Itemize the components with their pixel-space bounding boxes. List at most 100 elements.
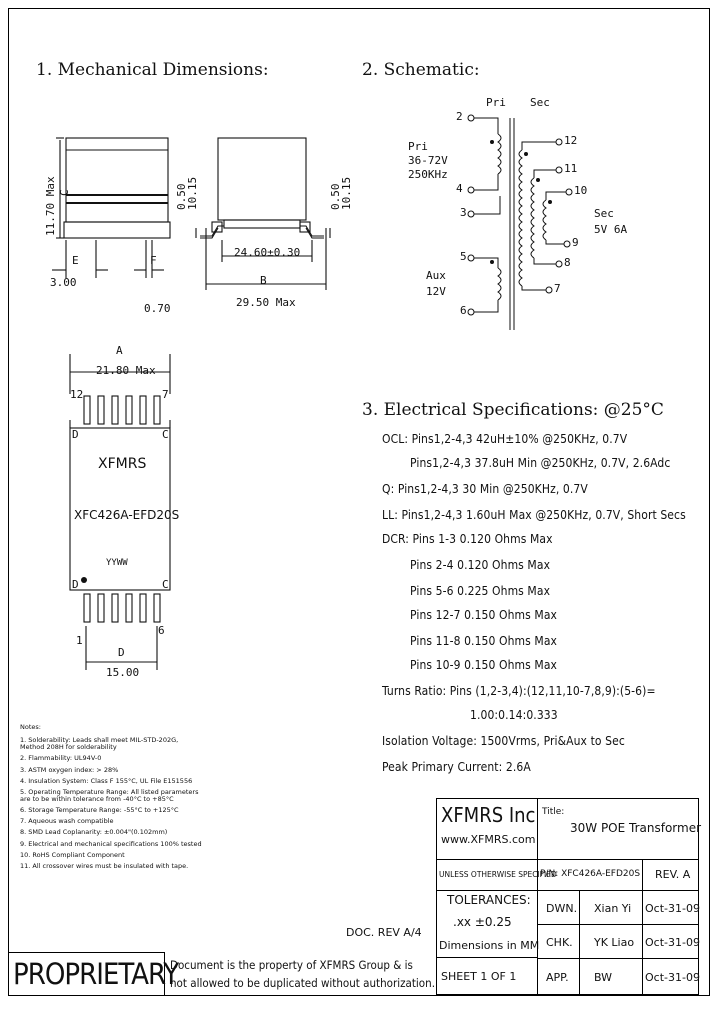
spec-dcr-12-7: Pins 12-7 0.150 Ohms Max — [410, 608, 558, 622]
note-line: 9. Electrical and mechanical specificati… — [20, 839, 202, 848]
spec-dcr-10-9: Pins 10-9 0.150 Ohms Max — [410, 658, 558, 672]
tolerance-value: .xx ±0.25 — [453, 915, 512, 929]
app-label: APP. — [546, 971, 569, 984]
dim-e-value: 3.00 — [50, 276, 77, 289]
dim-d-label: D — [118, 646, 125, 659]
app-label-cell: APP. — [537, 958, 580, 995]
dwn-label: DWN. — [546, 902, 578, 915]
schematic-sec-header: Sec — [530, 96, 550, 109]
spec-isolation: Isolation Voltage: 1500Vrms, Pri&Aux to … — [382, 734, 625, 748]
sheet-cell: SHEET 1 OF 1 — [436, 957, 538, 995]
doc-rev: DOC. REV A/4 — [346, 926, 422, 939]
spec-peak-current: Peak Primary Current: 2.6A — [382, 760, 531, 774]
chk-date: Oct-31-09 — [645, 936, 700, 949]
chk-label: CHK. — [546, 936, 573, 949]
chk-date-cell: Oct-31-09 — [642, 924, 700, 959]
pn-cell: P/N: XFC426A-EFD20S — [537, 859, 643, 891]
app-date: Oct-31-09 — [645, 971, 700, 984]
pin-12-label: 12 — [70, 388, 84, 401]
corner-d-bottom: D — [72, 578, 79, 591]
chk-name: YK Liao — [594, 936, 635, 949]
note-line: 2. Flammability: UL94V-0 — [20, 754, 102, 763]
pin-6-label: 6 — [158, 624, 165, 637]
dim-b-label: B — [260, 274, 267, 287]
spec-turns-ratio-value: 1.00:0.14:0.333 — [470, 708, 558, 722]
pin-1-label: 1 — [76, 634, 83, 647]
corner-c-bottom: C — [162, 578, 169, 591]
schematic-pin-12: 12 — [564, 134, 578, 147]
dwn-date: Oct-31-09 — [645, 902, 700, 915]
spec-q: Q: Pins1,2-4,3 30 Min @250KHz, 0.7V — [382, 482, 588, 496]
proprietary-text: PROPRIETARY — [13, 957, 179, 991]
spec-turns-ratio: Turns Ratio: Pins (1,2-3,4):(12,11,10-7,… — [382, 684, 656, 698]
dim-a-label: A — [116, 344, 123, 357]
corner-d-top: D — [72, 428, 79, 441]
dwn-name-cell: Xian Yi — [579, 890, 643, 925]
body-part-number: XFC426A-EFD20S — [74, 508, 180, 522]
note-line: 8. SMD Lead Coplanarity: ±0.004"(0.102mm… — [20, 828, 168, 837]
company-name: XFMRS Inc — [441, 803, 536, 827]
note-line: 5. Operating Temperature Range: All list… — [20, 787, 199, 796]
note-line: 3. ASTM oxygen index: > 28% — [20, 765, 119, 774]
dimensions-unit: Dimensions in MM — [439, 939, 540, 952]
body-brand: XFMRS — [98, 456, 147, 472]
notes-block: Notes: 1. Solderability: Leads shall mee… — [20, 723, 202, 870]
note-line: 6. Storage Temperature Range: -55°C to +… — [20, 806, 179, 815]
tolerances-label: TOLERANCES: — [447, 893, 531, 907]
schematic-pin-2: 2 — [456, 110, 463, 123]
dim-d-value: 15.00 — [106, 666, 140, 679]
pri-label-line: Pri — [408, 140, 428, 153]
title-cell: Title: 30W POE Transformer — [537, 798, 702, 860]
dim-f-value: 0.70 — [144, 302, 171, 315]
schematic-pin-10: 10 — [574, 184, 588, 197]
tolerance-cell: TOLERANCES: .xx ±0.25 Dimensions in MM — [436, 890, 540, 958]
aux-voltage-line: 12V — [426, 285, 446, 298]
section-mechanical-title: 1. Mechanical Dimensions: — [36, 60, 269, 80]
schematic-pin-6: 6 — [460, 304, 467, 317]
note-line: 4. Insulation System: Class F 155°C, UL … — [20, 776, 193, 785]
note-line: Method 208H for solderability — [20, 743, 117, 752]
dwn-name: Xian Yi — [594, 902, 632, 915]
note-line: 7. Aqueous wash compatible — [20, 817, 114, 826]
schematic-pin-9: 9 — [572, 236, 579, 249]
schematic-sec-label: Sec 5V 6A — [594, 206, 627, 238]
drawing-sheet — [8, 8, 710, 996]
dwn-label-cell: DWN. — [537, 890, 580, 925]
pin-7-label: 7 — [162, 388, 169, 401]
title-value: 30W POE Transformer — [570, 821, 702, 835]
pri-voltage-line: 36-72V — [408, 154, 448, 167]
schematic-aux-label: Aux 12V — [426, 268, 446, 300]
schematic-pin-4: 4 — [456, 182, 463, 195]
chk-name-cell: YK Liao — [579, 924, 643, 959]
pin1-dot — [81, 577, 87, 583]
schematic-pin-8: 8 — [564, 256, 571, 269]
spec-ll: LL: Pins1,2-4,3 1.60uH Max @250KHz, 0.7V… — [382, 508, 686, 522]
company-cell: XFMRS Inc www.XFMRS.com — [436, 798, 538, 860]
dim-f-label: F — [150, 254, 157, 267]
sheet-value: SHEET 1 OF 1 — [441, 970, 517, 983]
schematic-pin-3: 3 — [460, 206, 467, 219]
section-electrical-title: 3. Electrical Specifications: @25°C — [362, 400, 664, 420]
proprietary-notice-2: not allowed to be duplicated without aut… — [170, 976, 435, 990]
schematic-pin-5: 5 — [460, 250, 467, 263]
app-date-cell: Oct-31-09 — [642, 958, 700, 995]
sec-rating-line: 5V 6A — [594, 223, 628, 236]
note-line: 11. All crossover wires must be insulate… — [20, 861, 189, 870]
spec-ocl-min: Pins1,2-4,3 37.8uH Min @250KHz, 0.7V, 2.… — [410, 456, 671, 470]
dwn-date-cell: Oct-31-09 — [642, 890, 700, 925]
schematic-drawing — [467, 114, 573, 330]
body-date-code: YYWW — [106, 558, 128, 568]
app-name-cell: BW — [579, 958, 643, 995]
schematic-pri-header: Pri — [486, 96, 506, 109]
schematic-pin-11: 11 — [564, 162, 578, 175]
unless-text: UNLESS OTHERWISE SPECIFIED — [439, 870, 557, 879]
schematic-pri-label: Pri 36-72V 250KHz — [408, 140, 448, 182]
company-website: www.XFMRS.com — [441, 833, 536, 846]
proprietary-cell: PROPRIETARY — [8, 952, 179, 996]
dim-a-value: 21.80 Max — [96, 364, 156, 377]
proprietary-notice-1: Document is the property of XFMRS Group … — [170, 958, 413, 972]
section-schematic-title: 2. Schematic: — [362, 60, 480, 80]
unless-cell: UNLESS OTHERWISE SPECIFIED — [436, 859, 557, 891]
rev-cell: REV. A — [642, 859, 699, 891]
note-line: are to be within tolerance from -40°C to… — [20, 794, 174, 803]
